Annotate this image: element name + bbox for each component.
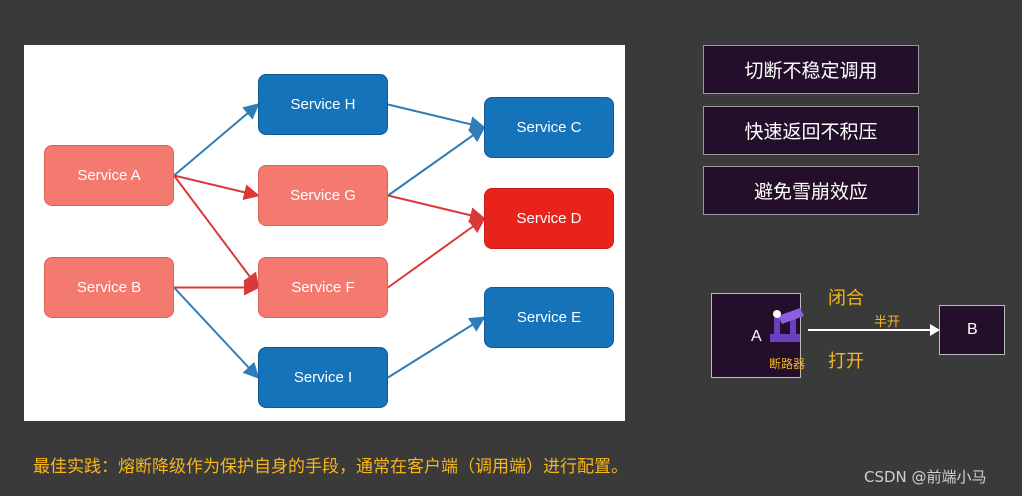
feature-cut-unstable-calls: 切断不稳定调用 [703, 45, 919, 94]
cb-node-b: B [939, 305, 1005, 355]
service-node-b: Service B [44, 257, 174, 318]
edge-f-to-d [387, 217, 486, 289]
service-node-c: Service C [484, 97, 614, 158]
edge-g-to-d [387, 194, 486, 224]
feature-fast-return: 快速返回不积压 [703, 106, 919, 155]
service-node-g: Service G [258, 165, 388, 226]
open-label: 打开 [828, 351, 864, 372]
breaker-label: 断路器 [769, 357, 806, 371]
best-practice-text: 最佳实践：熔断降级作为保护自身的手段，通常在客户端（调用端）进行配置。 [33, 457, 628, 477]
edge-h-to-c [387, 103, 486, 133]
half-open-label: 半开 [874, 315, 901, 330]
edge-a-to-g [173, 174, 260, 201]
service-node-d: Service D [484, 188, 614, 249]
service-node-e: Service E [484, 287, 614, 348]
service-edges [173, 103, 486, 379]
edge-a-to-f [173, 174, 260, 290]
edge-i-to-e [387, 316, 486, 379]
watermark: CSDN @前端小马 [864, 468, 987, 486]
service-node-h: Service H [258, 74, 388, 135]
closed-label: 闭合 [828, 288, 864, 309]
service-node-a: Service A [44, 145, 174, 206]
edge-g-to-c [387, 126, 486, 197]
service-node-f: Service F [258, 257, 388, 318]
cb-node-b-label: B [967, 321, 978, 338]
edge-a-to-h [173, 103, 260, 177]
edge-b-to-i [173, 286, 260, 379]
feature-avoid-avalanche: 避免雪崩效应 [703, 166, 919, 215]
circuit-breaker-icon [770, 308, 804, 342]
service-node-i: Service I [258, 347, 388, 408]
service-diagram: Service A Service B Service H Service G Serv… [24, 45, 625, 421]
cb-node-a-label: A [751, 328, 762, 345]
cb-arrow [808, 324, 940, 336]
